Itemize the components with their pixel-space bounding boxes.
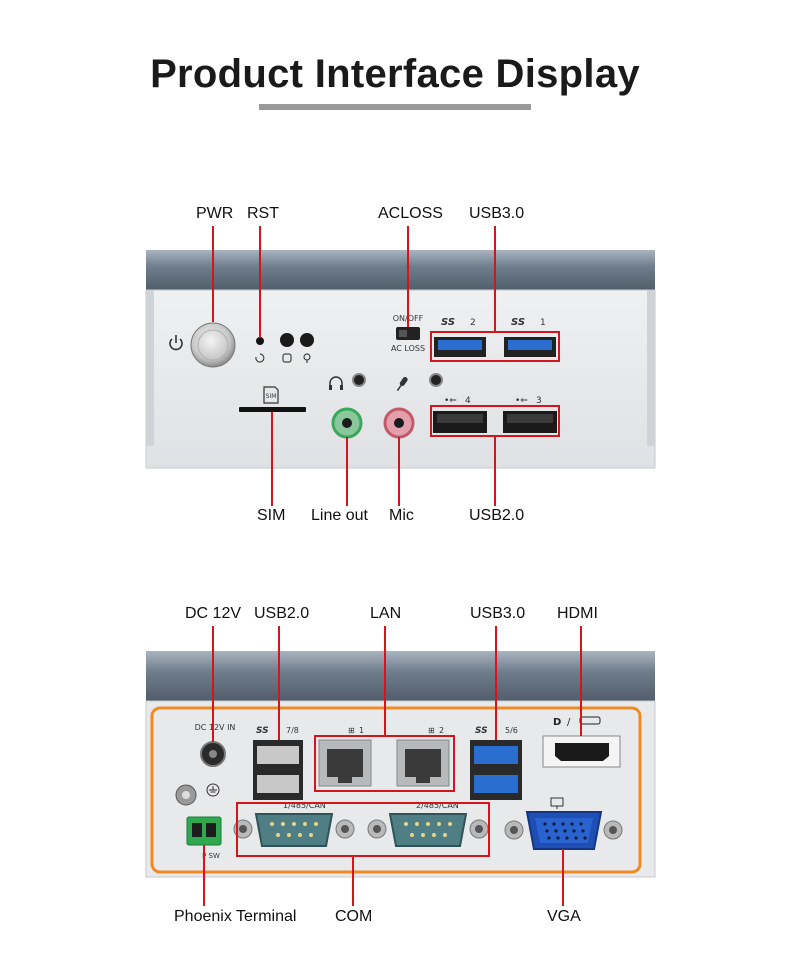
ground-icon (206, 783, 220, 797)
vga-leader (562, 849, 564, 906)
com-port-1 (233, 813, 355, 847)
vga-port (504, 811, 623, 850)
label-lan: LAN (370, 605, 402, 622)
lan-icon-2: ⊞ (428, 726, 435, 735)
aux-jack-2 (429, 373, 443, 387)
disk-icon (282, 353, 292, 363)
reset-icon (255, 353, 265, 363)
sim-slot (239, 407, 306, 412)
hdmi-leader (580, 626, 582, 736)
label-hdmi: HDMI (557, 605, 598, 622)
com-leader (352, 857, 354, 906)
hdd-led (280, 333, 294, 347)
svg-text:/: / (567, 717, 571, 728)
title-underline (259, 104, 531, 110)
usb-logo-4: •⇐ (444, 396, 457, 406)
label-pwr: PWR (196, 205, 234, 222)
label-usb30-front: USB3.0 (469, 205, 525, 222)
label-acloss: ACLOSS (378, 205, 443, 222)
label-rst: RST (247, 205, 279, 222)
svg-text:2: 2 (470, 318, 476, 328)
svg-text:1: 1 (540, 318, 546, 328)
usb-logo-3: •⇐ (515, 396, 528, 406)
svg-text:5/6: 5/6 (505, 726, 518, 735)
label-sim: SIM (257, 507, 286, 524)
front-chassis-top (146, 250, 655, 292)
svg-text:2/485/CAN: 2/485/CAN (416, 801, 459, 810)
lan-leader (384, 626, 386, 735)
label-dc12v: DC 12V (185, 605, 242, 622)
power-led (300, 333, 314, 347)
svg-text:1/485/CAN: 1/485/CAN (283, 801, 326, 810)
dc12v-leader (212, 626, 214, 742)
usb20-rear-leader (278, 626, 280, 740)
sim-leader (271, 412, 273, 506)
ss-usb-logo-2: SS (441, 317, 455, 328)
ss-usb-logo-56: SS (475, 726, 488, 736)
usb3-front-highlight (430, 331, 560, 362)
svg-text:4: 4 (465, 396, 471, 406)
monitor-icon (550, 797, 564, 809)
displayport-icon: D (553, 717, 561, 728)
usb2-front-highlight (430, 405, 560, 437)
com-port-2 (367, 813, 489, 847)
rst-leader (259, 226, 261, 338)
svg-text:7/8: 7/8 (286, 726, 299, 735)
label-mic: Mic (389, 507, 414, 524)
svg-text:2: 2 (439, 726, 444, 735)
page-title: Product Interface Display (150, 52, 640, 96)
ss-usb-logo-78: SS (256, 726, 269, 736)
com-highlight (236, 802, 490, 857)
label-phoenix: Phoenix Terminal (174, 908, 297, 925)
headphone-icon (329, 376, 343, 390)
usb20-front-leader (494, 437, 496, 506)
acloss-leader (407, 226, 409, 327)
rear-orange-frame (150, 706, 642, 874)
label-vga: VGA (547, 908, 581, 925)
label-lineout: Line out (311, 507, 368, 524)
svg-text:P SW: P SW (202, 852, 220, 860)
bulb-icon (303, 353, 311, 363)
svg-text:SIM: SIM (266, 393, 277, 400)
phoenix-leader (203, 845, 205, 906)
aux-jack-1 (352, 373, 366, 387)
lan-highlight (314, 735, 455, 792)
usb30-rear-leader (495, 626, 497, 740)
label-usb20-front: USB2.0 (469, 507, 525, 524)
svg-text:1: 1 (359, 726, 364, 735)
reset-button (256, 337, 264, 345)
lineout-leader (346, 437, 348, 506)
power-icon (169, 335, 183, 351)
rear-chassis-top (146, 651, 655, 703)
ss-usb-logo-1: SS (511, 317, 525, 328)
label-usb30-rear: USB3.0 (470, 605, 526, 622)
sim-card-icon: SIM (263, 386, 279, 404)
acloss-text: AC LOSS (391, 344, 425, 353)
label-usb20-rear: USB2.0 (254, 605, 310, 622)
pwr-leader (212, 226, 214, 322)
hdmi-port (555, 743, 609, 761)
mic-leader (398, 437, 400, 506)
svg-text:DC 12V IN: DC 12V IN (195, 723, 236, 732)
svg-text:3: 3 (536, 396, 542, 406)
lan-icon-1: ⊞ (348, 726, 355, 735)
label-com: COM (335, 908, 373, 925)
microphone-icon (396, 376, 408, 391)
power-button (190, 322, 236, 368)
usb30-front-leader (494, 226, 496, 331)
